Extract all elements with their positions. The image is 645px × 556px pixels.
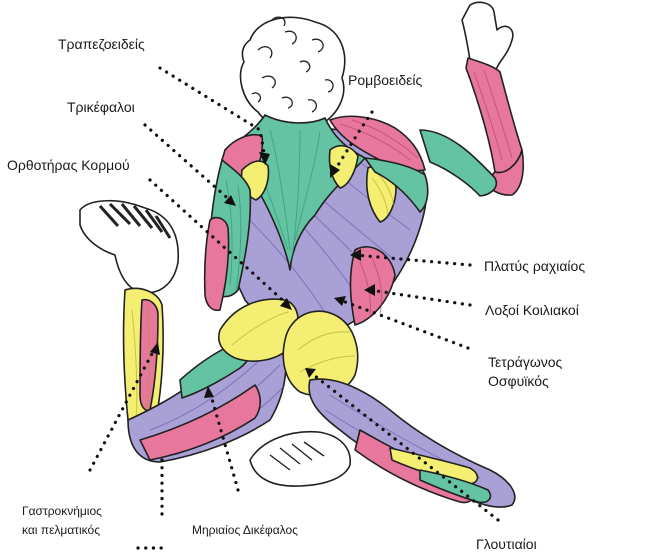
label-triceps: Τρικέφαλοι — [67, 99, 135, 116]
raised-arm — [420, 2, 523, 196]
label-obliques: Λοξοί Κοιλιακοί — [485, 302, 579, 319]
label-quadratus-line2: Οσφυϊκός — [488, 373, 549, 390]
label-calves-line2: και πελματικός — [22, 522, 100, 539]
label-erector: Ορθοτήρας Κορμού — [7, 157, 130, 174]
label-latissimus: Πλατύς ραχιαίος — [484, 258, 585, 275]
leader-triceps — [145, 125, 232, 202]
label-glutes: Γλουτιαίοι — [476, 536, 537, 553]
label-calves-line1: Γαστροκνήμιος — [22, 503, 102, 520]
right-leg — [250, 379, 515, 507]
label-quadratus-line1: Τετράγωνος — [488, 354, 562, 371]
label-rhomboids: Ρομβοειδείς — [348, 72, 422, 89]
label-trapezius: Τραπεζοειδείς — [58, 36, 145, 53]
label-hamstrings: Μηριαίος Δικέφαλος — [192, 522, 298, 539]
head — [240, 17, 344, 130]
